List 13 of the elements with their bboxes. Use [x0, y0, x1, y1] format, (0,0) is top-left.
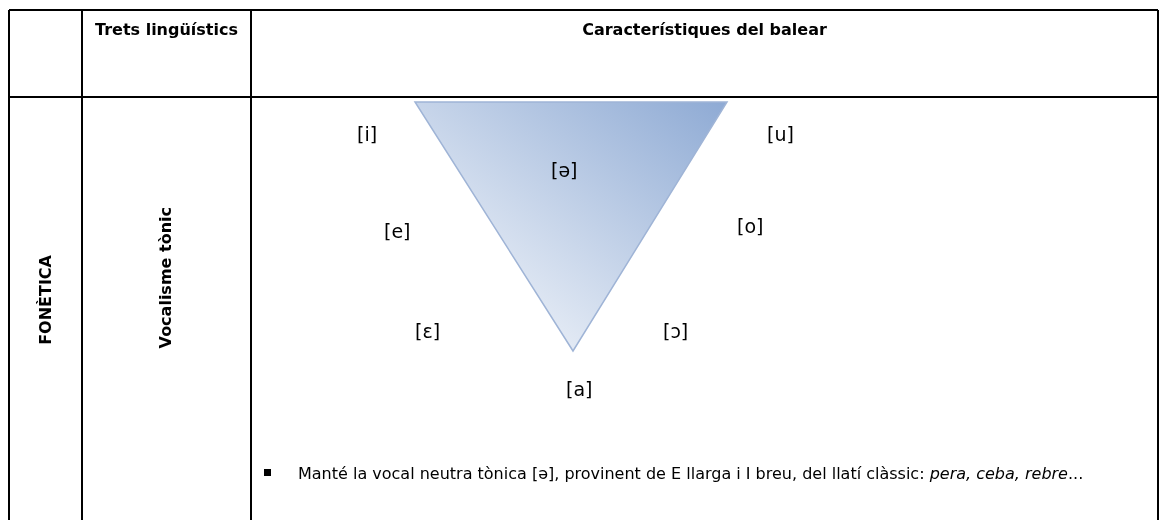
- vowel-symbol: [u]: [767, 123, 794, 145]
- column-header: Característiques del balear: [581, 19, 828, 41]
- row-header: FONÈTICA: [36, 255, 55, 345]
- vowel-symbol: [ɔ]: [663, 320, 689, 342]
- column-header: Trets lingüístics: [94, 19, 239, 41]
- vowel-symbol: [o]: [737, 215, 764, 237]
- vowel-symbol: [i]: [357, 123, 378, 145]
- vowel-symbol: [a]: [566, 378, 593, 400]
- bullet-text: Manté la vocal neutra tònica [ə], provinent de E llarga i I breu, del llatí clàssic: pera, ceba, rebre...: [298, 463, 1085, 485]
- vowel-symbol: [ɛ]: [415, 320, 441, 342]
- vowel-symbol: [ə]: [551, 159, 578, 181]
- row-header: Vocalisme tònic: [156, 207, 175, 349]
- vowel-symbol: [e]: [384, 220, 411, 242]
